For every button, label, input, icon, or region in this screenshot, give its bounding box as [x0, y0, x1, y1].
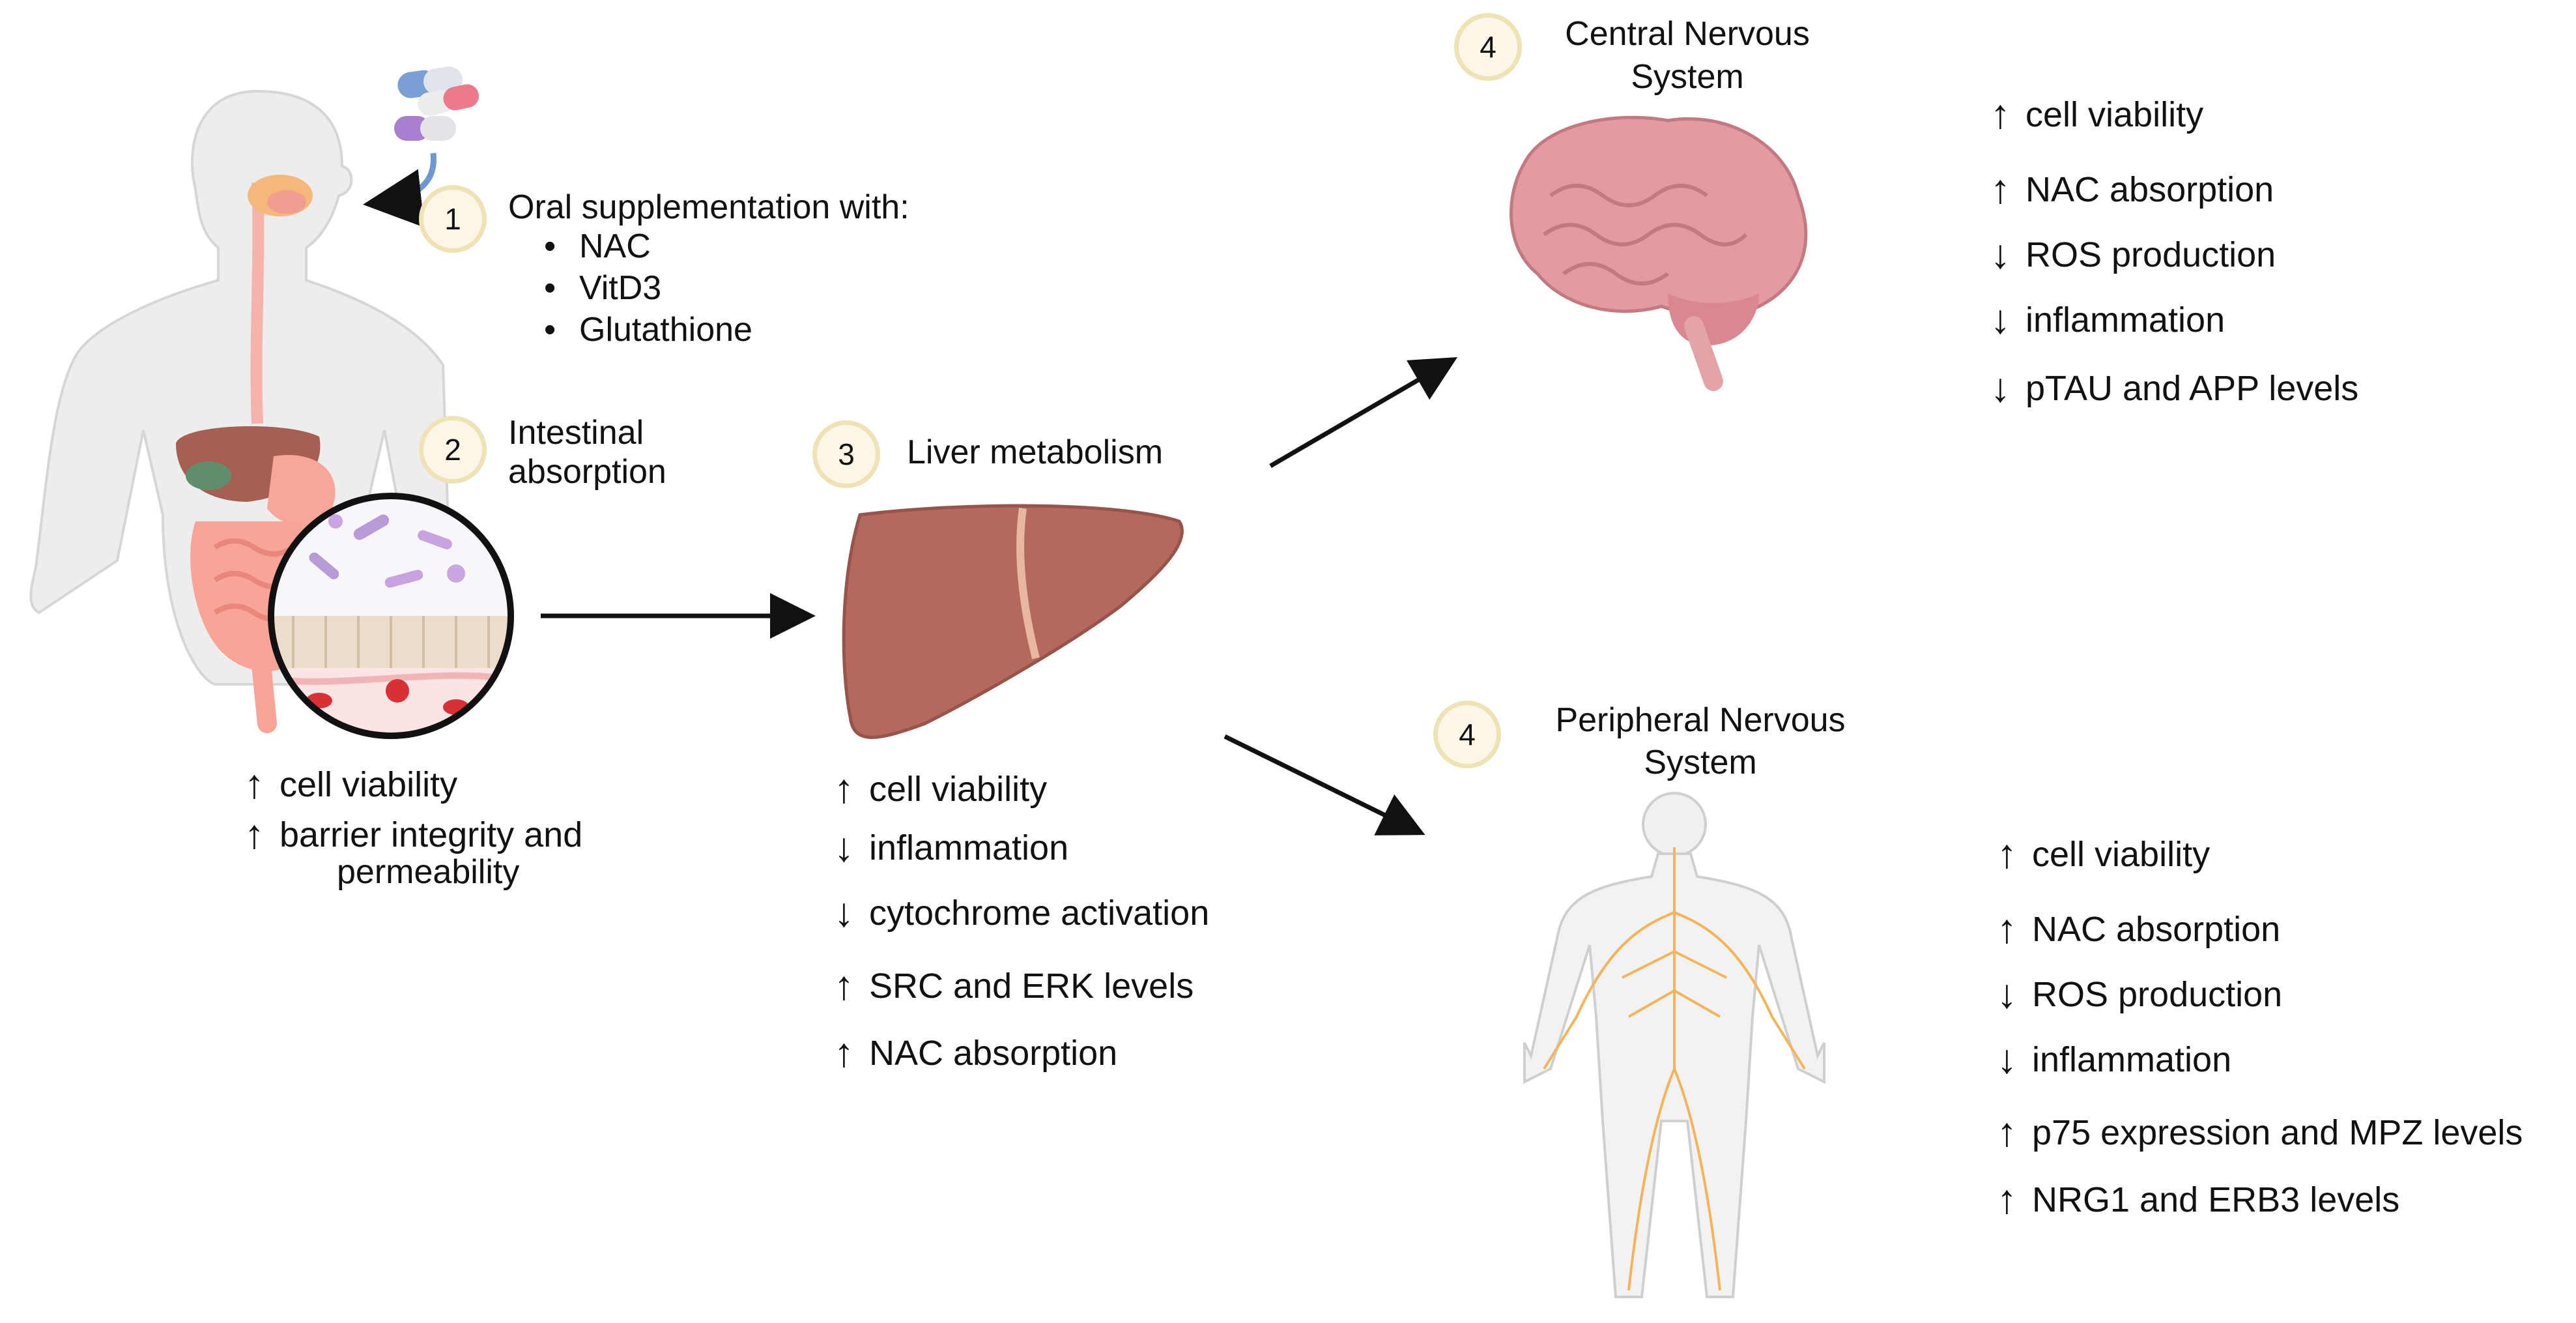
down-arrow-icon: ↓: [1990, 366, 2011, 411]
effect-continuation: permeability: [337, 853, 520, 891]
supplement-list: NAC VitD3 Glutathione: [544, 225, 752, 351]
flow-arrows: [541, 356, 1458, 836]
effect-item: ↓ pTAU and APP levels: [1990, 366, 2359, 411]
intestine-magnifier-illustration: [268, 493, 514, 739]
effect-item: ↑ cell viability: [244, 762, 458, 807]
supplement-item: NAC: [544, 225, 752, 267]
up-arrow-icon: ↑: [1990, 167, 2011, 212]
supplement-item: Glutathione: [544, 309, 752, 351]
up-arrow-icon: ↑: [1997, 907, 2017, 952]
effect-item: ↓ inflammation: [1990, 297, 2225, 342]
effect-item: ↑ NRG1 and ERB3 levels: [1997, 1177, 2400, 1222]
up-arrow-icon: ↑: [244, 762, 265, 807]
down-arrow-icon: ↓: [1990, 232, 2011, 277]
step-3-title: Liver metabolism: [907, 433, 1164, 471]
up-arrow-icon: ↑: [1997, 1110, 2017, 1155]
step-3-badge: 3: [812, 420, 880, 488]
step-2-badge: 2: [419, 416, 487, 484]
up-arrow-icon: ↑: [1990, 92, 2011, 137]
up-arrow-icon: ↑: [834, 1030, 854, 1075]
liver-illustration: [842, 504, 1184, 739]
effect-item: ↑ NAC absorption: [834, 1030, 1118, 1075]
up-arrow-icon: ↑: [834, 963, 854, 1008]
effect-item: ↑ NAC absorption: [1990, 167, 2274, 212]
effect-item: ↑ SRC and ERK levels: [834, 963, 1194, 1008]
effect-item: ↓ inflammation: [834, 825, 1069, 870]
down-arrow-icon: ↓: [834, 825, 854, 870]
step-4-pns-badge: 4: [1433, 701, 1501, 768]
cns-title-line2: System: [1631, 58, 1744, 96]
down-arrow-icon: ↓: [1997, 1037, 2017, 1082]
effect-item: ↑ cell viability: [1997, 832, 2211, 877]
down-arrow-icon: ↓: [834, 890, 854, 935]
up-arrow-icon: ↑: [244, 812, 265, 857]
effect-item: ↑ NAC absorption: [1997, 907, 2281, 952]
effect-item: ↑ cell viability: [834, 766, 1048, 811]
effect-item: ↑ p75 expression and MPZ levels: [1997, 1110, 2523, 1155]
effect-item: ↓ ROS production: [1990, 232, 2276, 277]
brain-illustration: [1510, 115, 1808, 391]
effect-item: ↓ cytochrome activation: [834, 890, 1210, 935]
effect-item: ↓ inflammation: [1997, 1037, 2232, 1082]
step-4-cns-badge: 4: [1454, 13, 1522, 81]
effect-item: ↓ ROS production: [1997, 972, 2283, 1017]
pns-title-line2: System: [1644, 744, 1757, 781]
pills-illustration: [363, 66, 479, 228]
up-arrow-icon: ↑: [1997, 1177, 2017, 1222]
nervous-system-body-illustration: [1523, 792, 1825, 1298]
effect-item: ↑ cell viability: [1990, 92, 2204, 137]
down-arrow-icon: ↓: [1990, 297, 2011, 342]
effect-item: ↑ barrier integrity and: [244, 812, 583, 857]
down-arrow-icon: ↓: [1997, 972, 2017, 1017]
step-1-title: Oral supplementation with:: [508, 188, 909, 226]
cns-title-line1: Central Nervous: [1565, 15, 1810, 53]
supplement-item: VitD3: [544, 267, 752, 309]
up-arrow-icon: ↑: [834, 766, 854, 811]
step-2-title-line2: absorption: [508, 453, 666, 491]
up-arrow-icon: ↑: [1997, 832, 2017, 877]
step-1-badge: 1: [419, 185, 487, 253]
step-2-title-line1: Intestinal: [508, 414, 644, 452]
pns-title-line1: Peripheral Nervous: [1555, 701, 1846, 739]
